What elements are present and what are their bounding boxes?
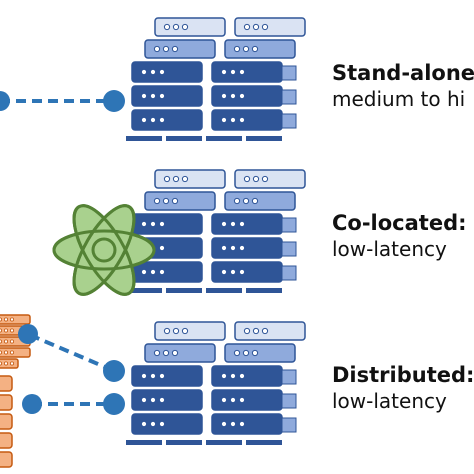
server-rack-group-standalone [126, 17, 306, 141]
server-unit [211, 365, 283, 387]
server-unit [131, 85, 203, 107]
server-unit [211, 261, 283, 283]
rack-base [166, 136, 202, 141]
link-endpoint-node-2 [103, 393, 125, 415]
server-unit [224, 191, 296, 211]
rack-base [206, 288, 242, 293]
server-unit [211, 61, 283, 83]
remote-client-node [0, 91, 10, 111]
server-unit [154, 321, 226, 341]
server-unit [224, 343, 296, 363]
rack-base [126, 136, 162, 141]
server-unit [131, 389, 203, 411]
remote-server-block [0, 394, 13, 411]
label-subtitle: low-latency [332, 237, 447, 261]
server-unit [154, 169, 226, 189]
remote-node-1 [18, 324, 38, 344]
rack-base [126, 288, 162, 293]
server-unit [131, 261, 203, 283]
label-subtitle: medium to hi [332, 87, 466, 111]
server-unit [234, 17, 306, 37]
rack-base [126, 440, 162, 445]
server-unit [211, 85, 283, 107]
server-unit [211, 213, 283, 235]
remote-server-block [0, 375, 13, 392]
server-unit [131, 413, 203, 435]
label-standalone: Stand-alone: medium to hi [332, 60, 474, 112]
server-unit [131, 61, 203, 83]
server-unit [144, 343, 216, 363]
rack-base [166, 440, 202, 445]
server-unit [224, 39, 296, 59]
server-unit [211, 237, 283, 259]
distributed-links [18, 324, 125, 415]
label-title: Stand-alone: [332, 61, 474, 85]
rack-base [206, 136, 242, 141]
remote-server-block [0, 432, 13, 449]
server-unit [144, 39, 216, 59]
link-endpoint-node [103, 90, 125, 112]
remote-server-unit [0, 314, 31, 325]
label-subtitle: low-latency [332, 389, 447, 413]
atom-icon [52, 204, 156, 296]
rack-base [206, 440, 242, 445]
remote-server-racks [0, 314, 31, 468]
rack-base [166, 288, 202, 293]
server-unit [144, 191, 216, 211]
server-unit [131, 365, 203, 387]
remote-server-block [0, 451, 13, 468]
rack-base [246, 440, 282, 445]
remote-server-unit [0, 358, 19, 369]
server-unit [211, 109, 283, 131]
rack-base [246, 288, 282, 293]
remote-node-2 [22, 394, 42, 414]
server-unit [211, 389, 283, 411]
server-unit [234, 321, 306, 341]
remote-server-unit [0, 347, 31, 358]
label-title: Co-located: [332, 211, 467, 235]
label-colocated: Co-located: low-latency [332, 210, 467, 262]
server-unit [131, 213, 203, 235]
rack-base [246, 136, 282, 141]
remote-server-block [0, 413, 13, 430]
standalone-link [0, 90, 125, 112]
server-unit [234, 169, 306, 189]
server-rack-group-distributed [126, 321, 306, 445]
server-rack-group-colocated [126, 169, 306, 293]
server-unit [211, 413, 283, 435]
label-title: Distributed: [332, 363, 474, 387]
server-unit [154, 17, 226, 37]
label-distributed: Distributed: low-latency [332, 362, 474, 414]
link-endpoint-node-1 [103, 360, 125, 382]
server-unit [131, 109, 203, 131]
